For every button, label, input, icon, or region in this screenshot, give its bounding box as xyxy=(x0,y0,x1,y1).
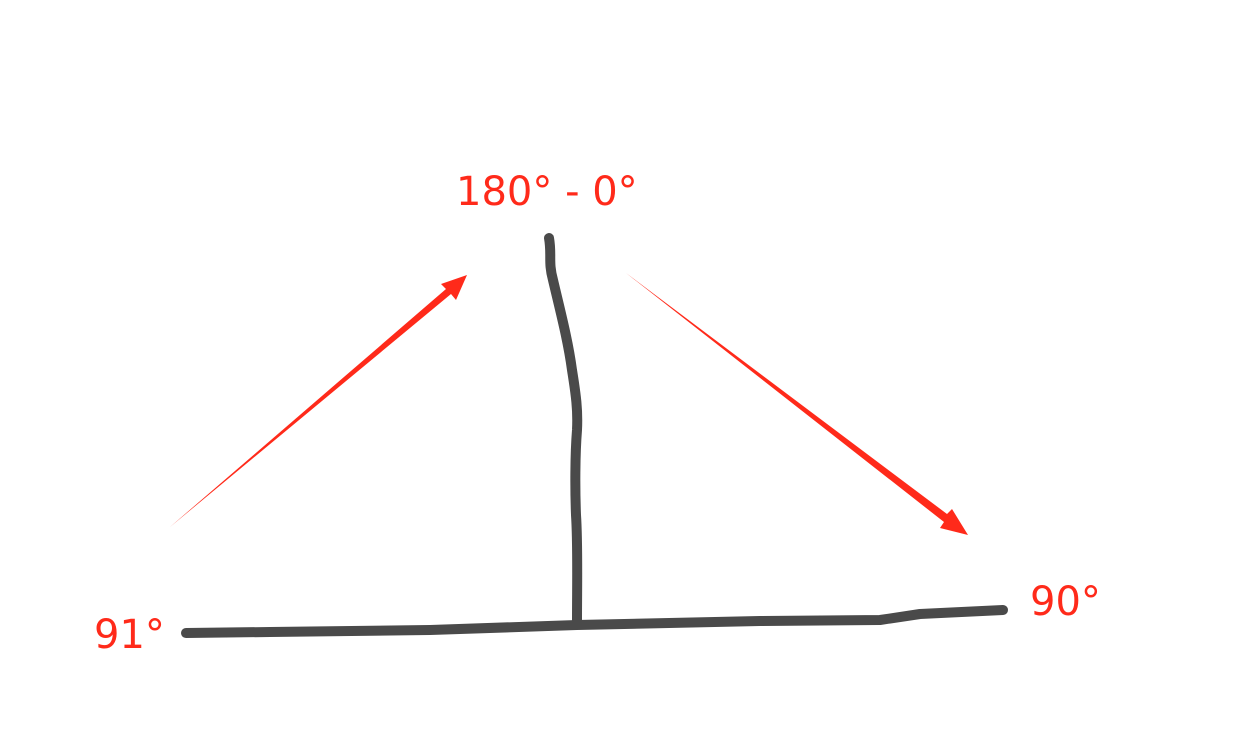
vertical-line xyxy=(544,233,583,627)
baseline xyxy=(181,605,1008,638)
label-top: 180° - 0° xyxy=(456,169,638,215)
label-left: 91° xyxy=(94,612,165,658)
right-arrow xyxy=(626,273,968,535)
left-arrow xyxy=(170,275,467,527)
label-right: 90° xyxy=(1030,579,1101,625)
